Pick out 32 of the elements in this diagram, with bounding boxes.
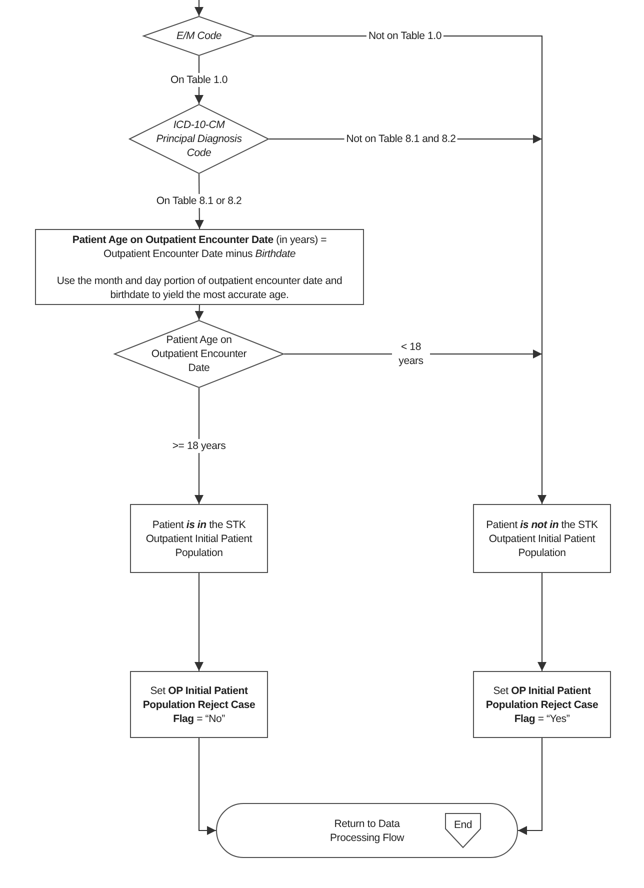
process-text: Set OP Initial Patient Population Reject Case Flag = “Yes” [484, 684, 600, 726]
flow-arrow [194, 0, 204, 16]
decision-diamond [114, 320, 284, 388]
flow-arrow [254, 36, 546, 504]
decision-label: ICD-10-CM Principal Diagnosis Code [155, 118, 243, 160]
process-text: Patient is not in the STK Outpatient Initial Patient Population [485, 518, 599, 560]
decision-label: Patient Age on Outpatient Encounter Date [150, 333, 248, 375]
process-box [35, 229, 364, 305]
process-box [473, 504, 611, 573]
process-text: Use the month and day portion of outpatient encounter date and birthdate to yield the most accurate age. [56, 274, 344, 302]
connector-label: End [454, 818, 472, 832]
decision-label: E/M Code [176, 29, 222, 43]
flow-arrow [194, 572, 204, 672]
edge-label: < 18 years [392, 340, 430, 368]
process-box [473, 671, 611, 738]
flow-arrow [538, 572, 546, 672]
process-text: Set OP Initial Patient Population Reject Case Flag = “No” [142, 684, 256, 726]
decision-diamond [143, 16, 255, 56]
decision-diamond [129, 104, 269, 174]
off-page-connector [445, 813, 481, 848]
process-text: Patient is in the STK Outpatient Initial Patient Population [144, 518, 254, 560]
edge-label: On Table 1.0 [168, 73, 230, 87]
flow-arrow [194, 388, 204, 504]
flow-arrow [518, 738, 542, 835]
process-box [130, 671, 268, 738]
flow-arrow [198, 738, 216, 835]
process-text: Patient Age on Outpatient Encounter Date (in years) = Outpatient Encounter Date minus Birthdate [71, 232, 328, 260]
flow-arrow [194, 304, 204, 320]
terminator-label: Return to Data Processing Flow [328, 816, 406, 844]
edge-label: On Table 8.1 or 8.2 [154, 194, 244, 208]
edge-label: >= 18 years [170, 439, 228, 453]
process-box [130, 504, 268, 573]
